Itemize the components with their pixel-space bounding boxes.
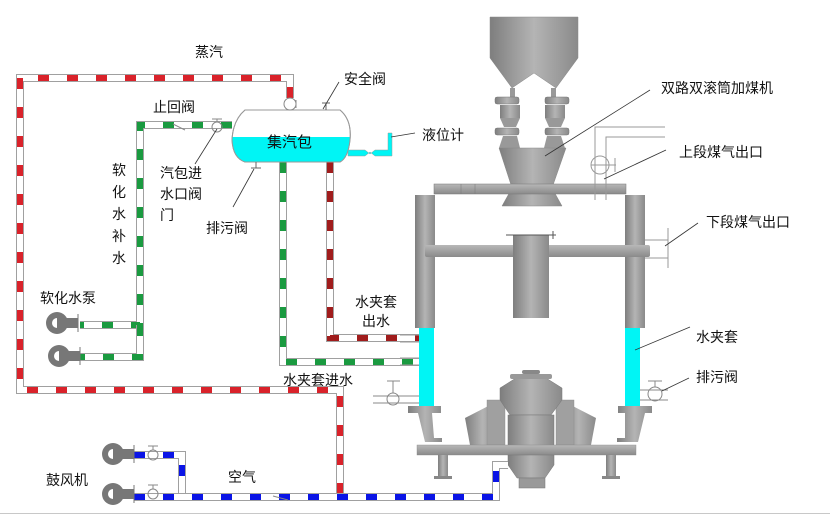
- lower-gas-duct-left: [425, 245, 537, 257]
- water-jacket-left: [419, 328, 434, 408]
- label-safety-valve: 安全阀: [344, 72, 386, 88]
- jacket-outlet-pipe: [326, 162, 419, 342]
- feeder-taper-left: [500, 118, 520, 127]
- roller-left-top: [494, 96, 520, 105]
- check-valve-icon: [172, 123, 186, 131]
- steam-drum: [231, 97, 393, 169]
- feeder-taper-right: [545, 118, 565, 127]
- coal-feeder: [489, 16, 579, 207]
- blower-2: [102, 483, 135, 505]
- leg-left: [438, 455, 448, 478]
- jacket-inlet-pipe: [279, 162, 419, 366]
- label-jacket-blowdown-valve: 排污阀: [696, 370, 738, 386]
- roller-left-bottom: [494, 127, 520, 136]
- drum-water: [232, 137, 351, 162]
- soft-water-pump-1: [46, 312, 79, 334]
- label-soft-water-makeup: 软化水补水: [112, 163, 126, 267]
- steam-valve-icon: [283, 97, 297, 111]
- level-gauge: [347, 132, 393, 157]
- label-air: 空气: [228, 470, 256, 486]
- base-platform: [416, 444, 637, 456]
- label-level-gauge: 液位计: [422, 128, 464, 144]
- label-water-jacket: 水夹套: [696, 330, 738, 346]
- feeder-body-right: [545, 105, 565, 118]
- blower-valves: [147, 445, 159, 500]
- upper-gas-outlet-pipe: [590, 126, 665, 200]
- ash-grate: [465, 370, 596, 456]
- chute-left: [499, 136, 520, 148]
- label-blower: 鼓风机: [46, 473, 88, 489]
- bottom-divider: [0, 513, 830, 514]
- steam-pipe: [16, 74, 344, 498]
- lower-gas-outlet-pipe: [645, 228, 669, 268]
- soft-water-makeup-pipe: [80, 121, 232, 329]
- jacket-inlet-valve: [373, 380, 419, 406]
- label-drum-blowdown-valve: 排污阀: [206, 221, 248, 237]
- label-jacket-inlet: 水夹套进水: [283, 373, 353, 389]
- jacket-connections: [400, 334, 419, 366]
- jacket-blowdown-valve-right: [640, 380, 668, 402]
- shell-left-upper: [415, 195, 435, 328]
- leg-right: [606, 455, 616, 478]
- skirt-right: [617, 406, 652, 442]
- air-check-valve-icon: [272, 495, 289, 501]
- top-plate: [433, 183, 627, 195]
- chute-right: [544, 136, 565, 148]
- coal-hopper: [489, 16, 579, 89]
- air-pipe-1: [134, 451, 186, 497]
- label-check-valve: 止回阀: [153, 100, 195, 116]
- roller-right-bottom: [544, 127, 570, 136]
- ash-hopper: [507, 454, 555, 479]
- label-upper-gas-outlet: 上段煤气出口: [679, 145, 763, 161]
- label-steam-drum: 集汽包: [267, 133, 313, 151]
- hopper-neck-left: [510, 88, 515, 97]
- air-pipe-main: [134, 461, 508, 501]
- feeder-body-left: [500, 105, 520, 118]
- soft-water-pump-2: [48, 345, 81, 367]
- water-jacket-right: [625, 328, 640, 408]
- foot-right: [602, 476, 620, 479]
- label-jacket-outlet: 水夹套 出水: [355, 295, 397, 330]
- leader-lines: [194, 81, 699, 392]
- soft-water-pump2-pipe: [80, 325, 144, 361]
- feeder-funnel: [498, 147, 567, 189]
- central-tube: [513, 235, 549, 318]
- label-coal-feeder: 双路双滚筒加煤机: [661, 81, 773, 97]
- ash-outlet: [518, 477, 546, 489]
- blower-1: [102, 443, 135, 465]
- roller-right-top: [544, 96, 570, 105]
- pipes: [16, 74, 508, 501]
- label-steam: 蒸汽: [195, 45, 223, 61]
- skirt-left: [408, 406, 442, 442]
- foot-left: [434, 476, 452, 479]
- shell-right-upper: [625, 195, 645, 328]
- hopper-neck-right: [551, 88, 556, 97]
- label-drum-inlet-valve: 汽包进 水口阀 门: [160, 166, 202, 224]
- label-lower-gas-outlet: 下段煤气出口: [706, 215, 790, 231]
- label-soft-water-pump: 软化水泵: [40, 291, 96, 307]
- lower-gas-duct-right: [547, 245, 650, 257]
